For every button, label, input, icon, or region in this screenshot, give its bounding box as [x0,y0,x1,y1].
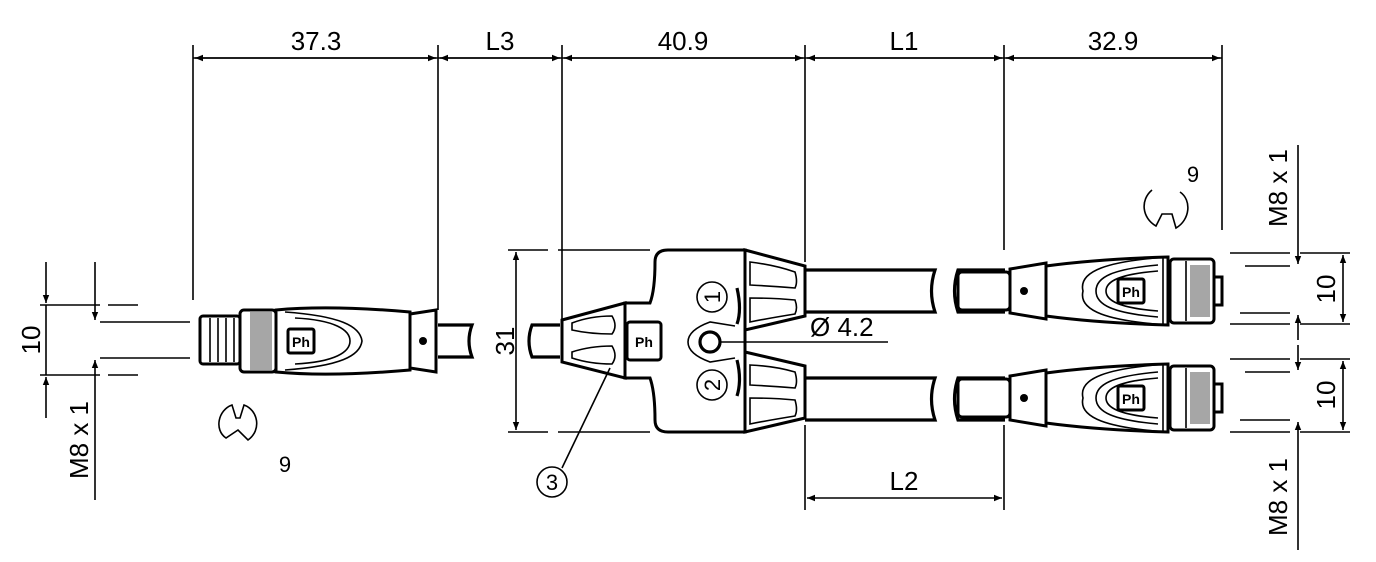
right-wrench-size: 9 [1187,162,1199,187]
cable-diameter-label: Ø 4.2 [810,312,874,342]
female-connector-top [956,255,1224,327]
right-dimensions: 10 M8 x 1 10 M8 x 1 9 [1143,145,1350,550]
callout-2 [696,369,728,401]
l2-dimension: L2 [804,425,1005,510]
callout-1 [696,281,728,313]
left-thread-label: M8 x 1 [64,401,94,479]
wrench-icon [218,403,258,442]
callout-3 [536,466,568,498]
dim-l3: L3 [486,26,515,56]
wrench-icon [1143,189,1189,230]
right-top-thread-label: M8 x 1 [1263,149,1293,227]
left-dimensions: 10 M8 x 1 9 [16,262,291,500]
right-top-width-label: 10 [1311,275,1341,304]
dim-32-9: 32.9 [1088,26,1139,56]
dim-l1: L1 [890,26,919,56]
dim-37-3: 37.3 [291,26,342,56]
height-dimension: 31 3 [490,249,650,498]
svg-text:1: 1 [700,291,725,303]
female-connector-bottom [956,362,1224,434]
dim-40-9: 40.9 [658,26,709,56]
right-bottom-width-label: 10 [1311,381,1341,410]
cables [805,268,1005,422]
y-splitter: Ph 1 2 Ø 4.2 [527,248,888,434]
left-wrench-size: 9 [279,452,291,477]
male-connector-left: Ph [198,306,475,376]
top-dimension-chain: 37.3 L3 40.9 L1 32.9 [192,26,1223,322]
dim-l2: L2 [890,466,919,496]
svg-text:3: 3 [546,470,558,495]
right-bottom-thread-label: M8 x 1 [1263,458,1293,536]
svg-text:Ph: Ph [292,334,310,350]
height-label: 31 [490,327,520,356]
left-width-label: 10 [16,326,46,355]
svg-text:2: 2 [700,379,725,391]
svg-text:Ph: Ph [635,334,653,350]
